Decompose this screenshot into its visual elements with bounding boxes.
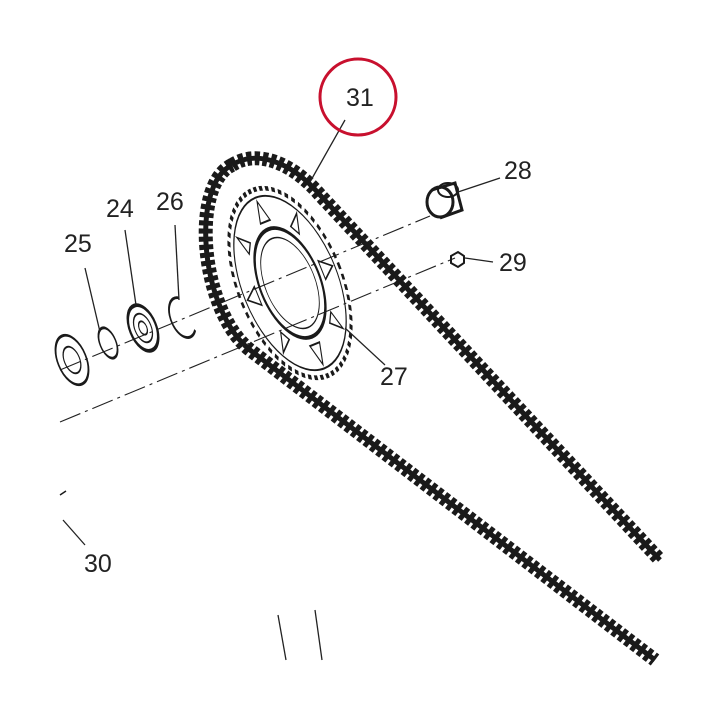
snap-ring-25 bbox=[97, 326, 119, 360]
leader-27 bbox=[344, 327, 386, 366]
leader-30 bbox=[62, 519, 86, 546]
drive-chain bbox=[198, 151, 666, 666]
nut-29 bbox=[450, 250, 465, 269]
callout-29: 29 bbox=[499, 249, 527, 277]
rear-sprocket bbox=[227, 185, 353, 381]
axis-line-lower bbox=[59, 257, 456, 423]
leader-24 bbox=[124, 229, 137, 306]
circlip-26 bbox=[168, 296, 197, 339]
highlight-circle-31 bbox=[318, 57, 398, 137]
bearing-24 bbox=[126, 303, 160, 353]
leader-28 bbox=[457, 177, 501, 193]
callout-31: 31 bbox=[346, 84, 374, 112]
leader-25 bbox=[84, 267, 101, 333]
lower-frame-lines bbox=[277, 609, 323, 661]
leader-29 bbox=[464, 257, 494, 263]
callout-25: 25 bbox=[64, 230, 92, 258]
callout-30: 30 bbox=[84, 550, 112, 578]
callout-24: 24 bbox=[106, 195, 134, 223]
hub-bearing-left bbox=[54, 333, 90, 387]
part-30-mark bbox=[59, 490, 67, 496]
spacer-28 bbox=[425, 181, 464, 220]
leader-26 bbox=[174, 224, 180, 301]
callout-28: 28 bbox=[504, 157, 532, 185]
callout-labels: 31 28 29 24 26 25 27 30 bbox=[64, 84, 532, 578]
axis-lines bbox=[59, 215, 456, 423]
callout-27: 27 bbox=[380, 363, 408, 391]
hub-parts bbox=[54, 181, 465, 496]
callout-26: 26 bbox=[156, 188, 184, 216]
